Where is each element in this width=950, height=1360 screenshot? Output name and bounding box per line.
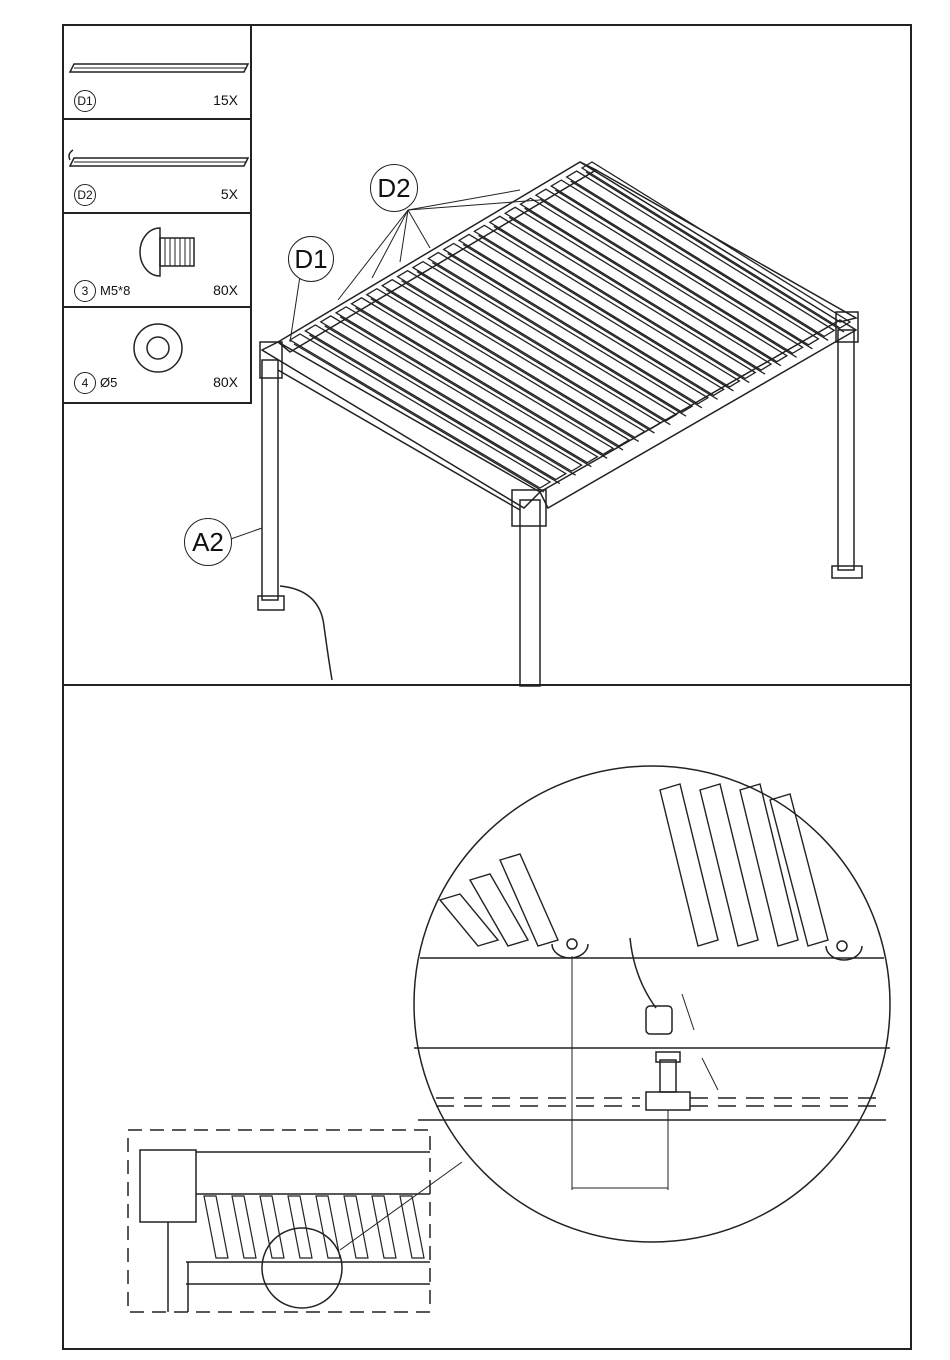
louver-blade	[444, 243, 708, 403]
inset-louvers	[204, 1196, 424, 1258]
cable-in-detail	[630, 938, 656, 1008]
louver-blade	[536, 189, 803, 353]
louver-blade	[551, 180, 818, 345]
beam-front-left	[262, 342, 540, 508]
magnified-detail	[414, 766, 890, 1242]
inset-louver	[372, 1196, 396, 1258]
inset-louver	[400, 1196, 424, 1258]
louver-blade	[305, 325, 565, 480]
t-connector	[646, 1092, 690, 1110]
louver-blade	[521, 198, 787, 361]
inset-corner-view	[128, 1130, 462, 1312]
louver-blade	[490, 216, 755, 378]
cable-plug	[646, 1006, 672, 1034]
magnified-louver	[740, 784, 798, 946]
beam-back-right	[580, 162, 856, 322]
t-connector-stem	[660, 1060, 676, 1092]
louver-blade	[382, 280, 645, 438]
louver-blade-edge	[325, 326, 576, 475]
leg-right-foot	[832, 566, 862, 578]
inset-detail-circle	[262, 1228, 342, 1308]
magnified-louver	[470, 874, 528, 946]
louver-blade	[398, 271, 661, 429]
inset-louver	[260, 1196, 284, 1258]
magnified-louvers	[440, 784, 828, 946]
inset-corner-bracket	[140, 1150, 196, 1222]
louver-blade	[413, 262, 676, 421]
louver-blade	[459, 234, 724, 395]
louver-blades	[290, 162, 850, 492]
inset-louver	[232, 1196, 256, 1258]
magnified-detail-circle	[414, 766, 890, 1242]
louver-blade	[367, 289, 629, 446]
callout-d2: D2	[370, 164, 418, 212]
pivot-left	[552, 944, 588, 958]
leg-front	[520, 500, 540, 686]
inset-louver	[204, 1196, 228, 1258]
beam-front-right	[540, 320, 856, 508]
leg-a2	[262, 360, 278, 600]
louver-blade	[428, 253, 692, 413]
louver-blade	[474, 225, 739, 387]
callout-d1: D1	[288, 236, 334, 282]
leg-right	[838, 330, 854, 570]
louver-blade	[351, 298, 613, 455]
callout-a2: A2	[184, 518, 232, 566]
louver-blade	[505, 207, 771, 370]
inset-louver	[344, 1196, 368, 1258]
magnified-louver	[500, 854, 558, 946]
pergola-frame	[258, 162, 862, 686]
magnified-louver	[700, 784, 758, 946]
louver-blade	[336, 307, 597, 463]
louver-blade	[321, 316, 582, 471]
magnified-louver	[440, 894, 498, 946]
magnified-louver	[660, 784, 718, 946]
louver-blade	[290, 334, 550, 488]
power-cable	[280, 586, 332, 680]
inset-louver	[288, 1196, 312, 1258]
